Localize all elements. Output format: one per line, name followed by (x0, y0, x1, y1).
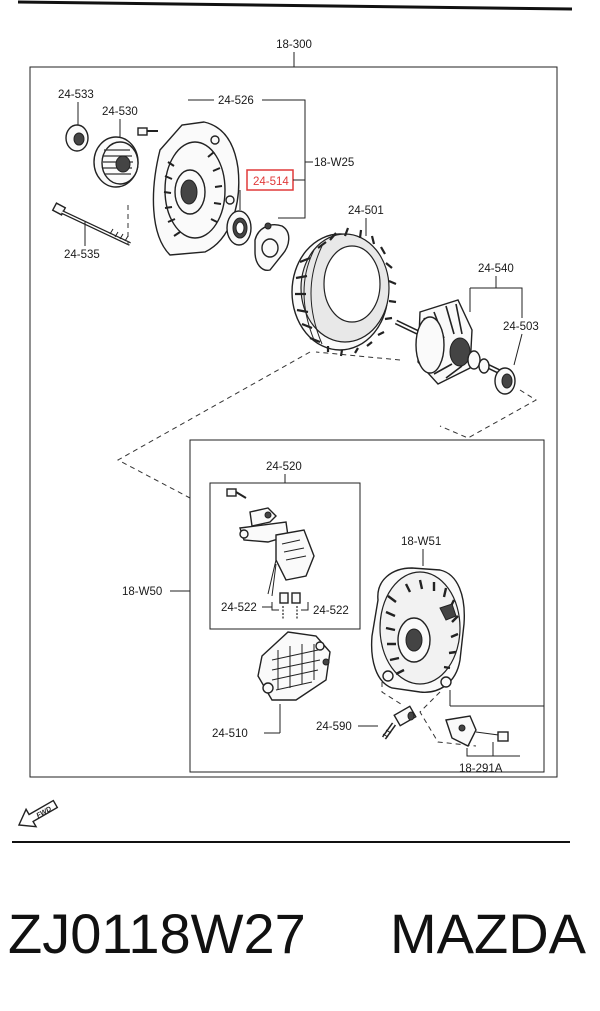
terminal-bolt-part (381, 705, 417, 740)
callout-24-540: 24-540 (478, 263, 514, 275)
small-screw-part (137, 127, 158, 136)
terminal-bracket-part (445, 715, 509, 756)
callout-18-291a: 18-291A (459, 763, 503, 775)
nut-part (65, 124, 89, 152)
callout-24-533: 24-533 (58, 89, 94, 101)
callout-24-503: 24-503 (503, 321, 539, 333)
leader-18-291a (466, 748, 520, 757)
rotor-part (394, 299, 502, 385)
callout-24-520: 24-520 (266, 461, 302, 473)
bearing-part (226, 210, 252, 246)
retainer-plate-part (254, 222, 290, 271)
rear-housing-part (370, 567, 465, 693)
stator-part (291, 227, 397, 357)
leader-18-w25 (304, 140, 313, 163)
brush-holder-part (226, 488, 315, 597)
callout-24-535: 24-535 (64, 249, 100, 261)
fwd-arrow-icon: FWD (17, 799, 59, 828)
leader-24-540 (470, 287, 523, 318)
callout-18-w50: 18-W50 (122, 586, 162, 598)
pulley-part (93, 136, 139, 188)
leader-24-526-right (262, 99, 306, 219)
dash-stator-rotor (315, 351, 401, 361)
callout-24-530: 24-530 (102, 106, 138, 118)
fwd-arrow-label: FWD (36, 806, 53, 820)
callout-24-501: 24-501 (348, 205, 384, 217)
leader-24-503 (513, 333, 523, 366)
rectifier-part (257, 631, 331, 701)
dash-housing-terminal (381, 682, 405, 707)
callout-24-514: 24-514 (253, 176, 289, 188)
dash-left (116, 351, 311, 499)
callout-24-522-right: 24-522 (313, 605, 349, 617)
callout-24-510: 24-510 (212, 728, 248, 740)
callout-24-522-left: 24-522 (221, 602, 257, 614)
callout-18-w25: 18-W25 (314, 157, 354, 169)
through-bolt-part (51, 202, 131, 246)
inner-frame (189, 439, 545, 773)
rear-bearing-part (494, 367, 516, 395)
footer-brand: MAZDA (390, 902, 587, 965)
callout-18-w51: 18-W51 (401, 536, 441, 548)
brush-pair-part (271, 592, 309, 620)
top-rule (17, 0, 573, 11)
callout-24-590: 24-590 (316, 721, 352, 733)
dash-right (439, 389, 537, 439)
brush-holder-frame (209, 482, 361, 630)
callout-24-526: 24-526 (218, 95, 254, 107)
footer-part-number: ZJ0118W27 (8, 902, 306, 965)
group-label: 18-300 (276, 39, 312, 51)
front-bracket-part (152, 121, 240, 256)
dash-housing-bracket (419, 691, 477, 747)
